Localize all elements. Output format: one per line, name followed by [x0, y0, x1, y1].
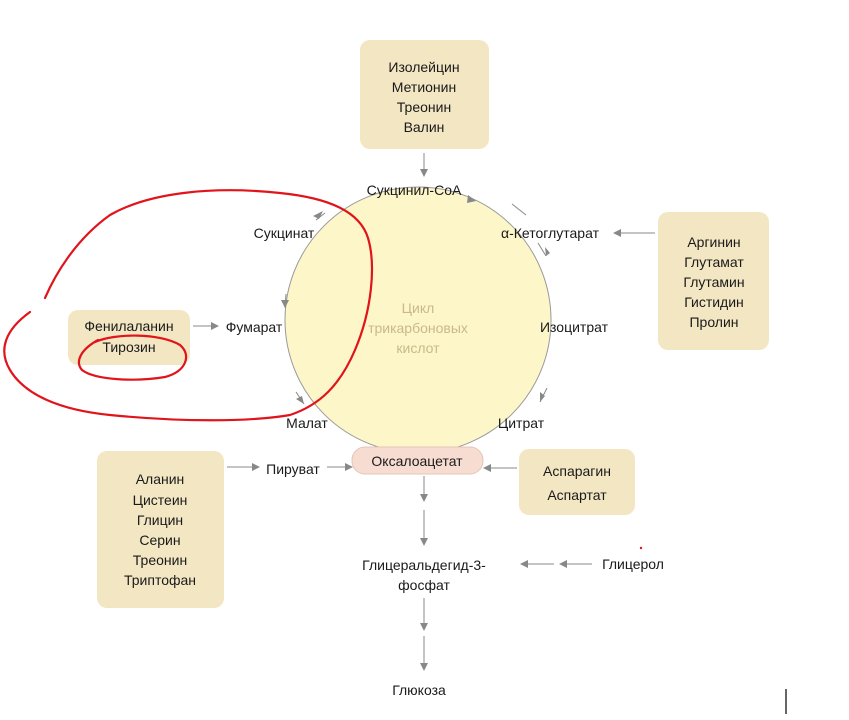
box-right	[658, 212, 769, 350]
aa-top-2: Метионин	[392, 79, 456, 95]
aa-right-5: Пролин	[689, 314, 738, 330]
node-citrate: Цитрат	[498, 415, 545, 431]
node-succinate: Сукцинат	[254, 225, 315, 241]
red-large-loop	[3, 189, 374, 422]
aa-top-3: Треонин	[397, 99, 451, 115]
cycle-arrowheads	[281, 195, 550, 404]
red-small-circle	[77, 334, 188, 381]
pathway-g3p-line-1: Глицеральдегид-3-	[362, 557, 486, 573]
aa-left-1: Фенилаланин	[84, 318, 173, 334]
pathway-glycerol: Глицерол	[602, 556, 664, 572]
pathway-arrows	[193, 153, 655, 671]
aa-bottomleft-5: Треонин	[133, 552, 187, 568]
aa-right-3: Глутамин	[683, 274, 744, 290]
red-annotation	[3, 189, 643, 550]
oxaloacetate-pill	[351, 446, 484, 475]
aa-bottomleft-6: Триптофан	[124, 572, 196, 588]
cycle-center-line-2: трикарбоновых	[368, 320, 468, 336]
pathway-pyruvate: Пируват	[266, 461, 320, 477]
aa-bottomleft-3: Глицин	[137, 512, 183, 528]
node-succinyl-coa: Сукцинил-CoA	[367, 182, 462, 198]
box-top	[360, 40, 489, 149]
aa-top-1: Изолейцин	[388, 59, 459, 75]
cycle-center-line-3: кислот	[396, 340, 440, 356]
node-isocitrate: Изоцитрат	[540, 319, 609, 335]
node-malate: Малат	[286, 415, 328, 431]
aa-left-2: Тирозин	[102, 339, 155, 355]
aa-right-4: Гистидин	[684, 294, 744, 310]
aa-right-2: Глутамат	[684, 254, 744, 270]
pathway-g3p-line-2: фосфат	[398, 577, 450, 593]
red-dot	[639, 546, 643, 550]
node-fumarate: Фумарат	[226, 319, 283, 335]
aa-bottomleft-1: Аланин	[136, 471, 185, 487]
box-left	[68, 310, 190, 365]
box-bottom-left	[97, 451, 224, 608]
node-alpha-ketoglutarate: α-Кетоглутарат	[501, 225, 600, 241]
pathway-glucose: Глюкоза	[392, 682, 446, 698]
aa-bottomright-2: Аспартат	[547, 487, 607, 503]
aa-top-4: Валин	[404, 119, 445, 135]
aa-right-1: Аргинин	[687, 234, 740, 250]
cycle-center-line-1: Цикл	[402, 300, 435, 316]
node-oxaloacetate: Оксалоацетат	[371, 453, 463, 469]
box-bottom-right	[519, 449, 635, 515]
aa-bottomleft-2: Цистеин	[133, 492, 188, 508]
aa-bottomleft-4: Серин	[139, 532, 180, 548]
aa-bottomright-1: Аспарагин	[543, 463, 611, 479]
